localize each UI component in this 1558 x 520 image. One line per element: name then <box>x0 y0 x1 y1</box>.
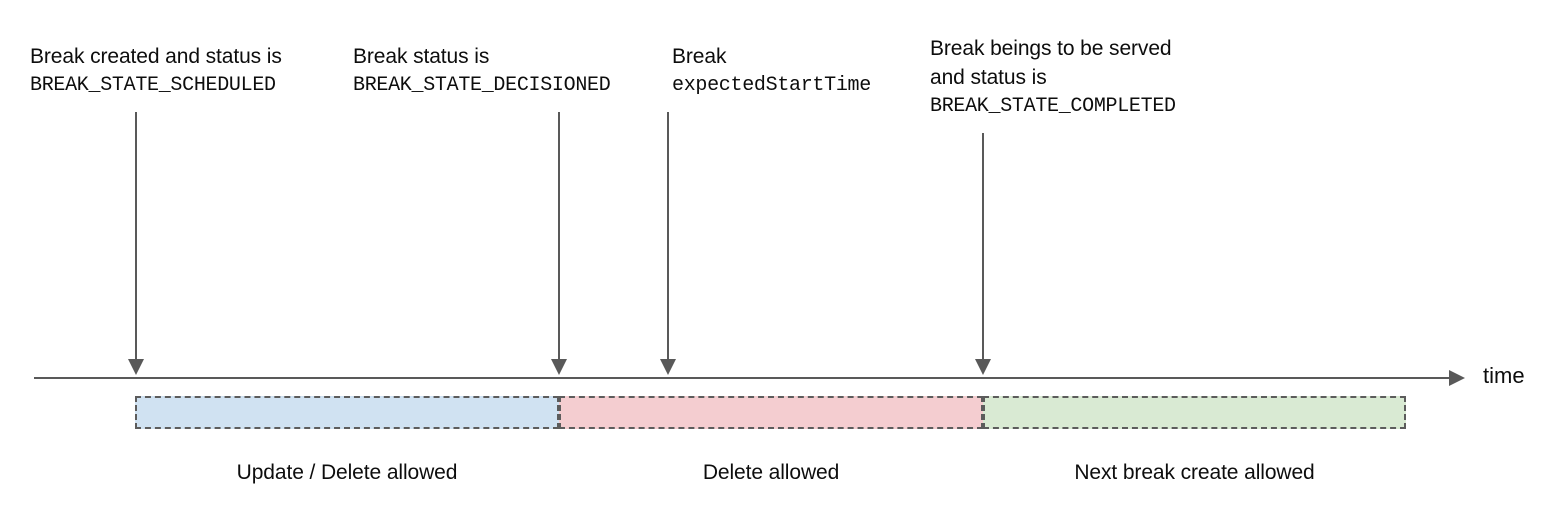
event-pointer-line-completed <box>982 133 984 361</box>
event-label-line: BREAK_STATE_SCHEDULED <box>30 74 276 97</box>
event-label-completed: Break beings to be served and status is BR… <box>930 34 1176 121</box>
event-label-line: Break beings to be served <box>930 37 1172 60</box>
event-label-line: BREAK_STATE_COMPLETED <box>930 95 1176 118</box>
phase-bar-next-break <box>983 396 1406 429</box>
event-pointer-arrowhead-completed <box>975 359 991 375</box>
event-label-line: Break status is <box>353 45 490 68</box>
time-axis-arrowhead <box>1449 370 1465 386</box>
event-label-line: expectedStartTime <box>672 74 871 97</box>
event-label-line: Break <box>672 45 727 68</box>
time-axis-line <box>34 377 1449 379</box>
phase-caption-next-break: Next break create allowed <box>1074 461 1315 484</box>
event-pointer-line-decisioned <box>558 112 560 361</box>
event-pointer-arrowhead-expected-start-time <box>660 359 676 375</box>
phase-bar-update-delete <box>135 396 559 429</box>
event-pointer-arrowhead-decisioned <box>551 359 567 375</box>
event-pointer-arrowhead-scheduled <box>128 359 144 375</box>
time-axis-label: time <box>1483 363 1525 388</box>
phase-bar-delete-only <box>559 396 983 429</box>
event-pointer-line-expected-start-time <box>667 112 669 361</box>
event-label-scheduled: Break created and status is BREAK_STATE_S… <box>30 42 282 100</box>
phase-caption-delete-only: Delete allowed <box>702 461 840 484</box>
phase-caption-update-delete: Update / Delete allowed <box>236 461 458 484</box>
event-label-line: BREAK_STATE_DECISIONED <box>353 74 611 97</box>
event-label-expected-start-time: Break expectedStartTime <box>672 42 871 100</box>
event-label-decisioned: Break status is BREAK_STATE_DECISIONED <box>353 42 611 100</box>
event-pointer-line-scheduled <box>135 112 137 361</box>
event-label-line: and status is <box>930 66 1047 89</box>
event-label-line: Break created and status is <box>30 45 282 68</box>
